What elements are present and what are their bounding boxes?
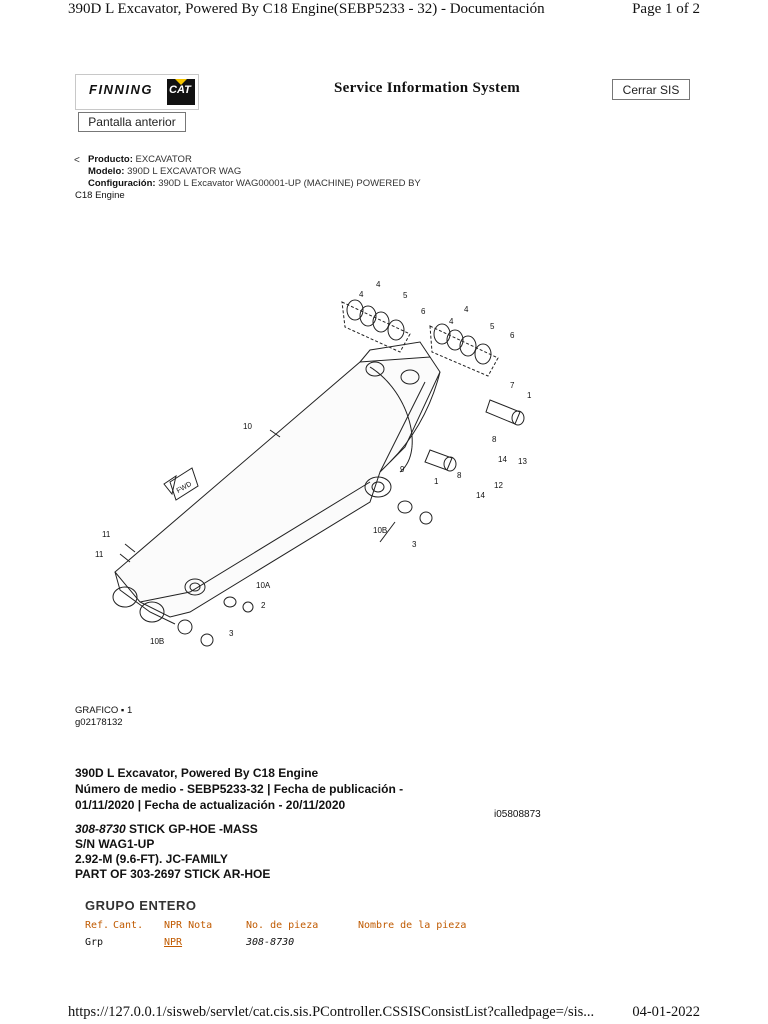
group-heading: GRUPO ENTERO bbox=[85, 898, 197, 913]
callout-label: 5 bbox=[490, 322, 495, 331]
document-info: 390D L Excavator, Powered By C18 Engine … bbox=[75, 765, 403, 813]
fwd-label: FWD bbox=[176, 481, 193, 495]
graphic-caption: GRAFICO ▪ 1 g02178132 bbox=[75, 705, 133, 728]
column-header-part-name: Nombre de la pieza bbox=[358, 920, 467, 931]
callout-label: 11 bbox=[95, 550, 104, 559]
graphic-id: g02178132 bbox=[75, 717, 123, 728]
table-cell-part-number: 308-8730 bbox=[246, 937, 295, 948]
part-spec: 2.92-M (9.6-FT). JC-FAMILY bbox=[75, 852, 228, 866]
page-title: Service Information System bbox=[334, 80, 521, 96]
print-footer-date: 04-01-2022 bbox=[632, 1004, 700, 1020]
model-row: Modelo: 390D L EXCAVATOR WAG bbox=[88, 166, 241, 178]
serial-range: S/N WAG1-UP bbox=[75, 837, 155, 851]
back-arrow-icon[interactable]: < bbox=[74, 155, 80, 166]
callout-label: 1 bbox=[527, 391, 532, 400]
callout-label: 1 bbox=[434, 477, 439, 486]
cat-logo-triangle-icon bbox=[175, 79, 187, 85]
npr-link[interactable]: NPR bbox=[164, 937, 183, 948]
model-label: Modelo: bbox=[88, 166, 125, 177]
callout-label: 8 bbox=[492, 435, 497, 444]
part-number: 308-8730 bbox=[75, 822, 126, 836]
callout-label: 10 bbox=[243, 422, 252, 431]
publication-dates-line: 01/11/2020 | Fecha de actualización - 20… bbox=[75, 798, 346, 812]
column-header-npr-note: NPR Nota bbox=[164, 920, 213, 931]
callout-label: 4 bbox=[376, 280, 381, 289]
callout-label: 14 bbox=[476, 491, 485, 500]
callout-label: 10B bbox=[150, 637, 164, 646]
callout-label: 10B bbox=[373, 526, 387, 535]
callout-label: 13 bbox=[518, 457, 527, 466]
configuration-value-continued: C18 Engine bbox=[75, 190, 125, 201]
previous-screen-button[interactable]: Pantalla anterior bbox=[78, 112, 186, 132]
graphic-label: GRAFICO bbox=[75, 705, 119, 716]
configuration-row: Configuración: 390D L Excavator WAG00001… bbox=[88, 178, 421, 190]
callout-label: 14 bbox=[498, 455, 507, 464]
document-title: 390D L Excavator, Powered By C18 Engine bbox=[75, 766, 319, 780]
callout-label: 5 bbox=[403, 291, 408, 300]
callout-label: 10A bbox=[256, 581, 271, 590]
callout-label: 6 bbox=[421, 307, 426, 316]
stick-exploded-diagram: 4 4 5 6 4 4 5 6 7 1 8 14 13 12 14 8 1 9 … bbox=[95, 280, 532, 647]
callout-label: 4 bbox=[449, 317, 454, 326]
product-label: Producto: bbox=[88, 154, 133, 165]
model-value: 390D L EXCAVATOR WAG bbox=[127, 166, 242, 177]
close-sis-button[interactable]: Cerrar SIS bbox=[612, 79, 690, 100]
callout-label: 2 bbox=[261, 601, 266, 610]
column-header-qty: Cant. bbox=[113, 920, 144, 931]
callout-label: 8 bbox=[457, 471, 462, 480]
configuration-value: 390D L Excavator WAG00001-UP (MACHINE) P… bbox=[158, 178, 421, 189]
callout-label: 11 bbox=[102, 530, 111, 539]
table-cell-ref: Grp bbox=[85, 937, 104, 948]
part-of: PART OF 303-2697 STICK AR-HOE bbox=[75, 867, 271, 881]
document-id: i05808873 bbox=[494, 809, 541, 820]
configuration-label: Configuración: bbox=[88, 178, 156, 189]
print-page-number: Page 1 of 2 bbox=[632, 1, 700, 17]
callout-label: 12 bbox=[494, 481, 503, 490]
callout-label: 4 bbox=[464, 305, 469, 314]
column-header-ref: Ref. bbox=[85, 920, 110, 931]
graphic-number: 1 bbox=[126, 705, 133, 716]
product-row: Producto: EXCAVATOR bbox=[88, 154, 192, 166]
callout-label: 9 bbox=[400, 465, 405, 474]
callout-label: 4 bbox=[359, 290, 364, 299]
print-header-title: 390D L Excavator, Powered By C18 Engine(… bbox=[68, 1, 545, 17]
part-heading: 308-8730 STICK GP-HOE -MASS S/N WAG1-UP … bbox=[75, 822, 270, 882]
callout-label: 7 bbox=[510, 381, 515, 390]
cat-logo-text: CAT bbox=[169, 84, 191, 96]
part-title: STICK GP-HOE -MASS bbox=[125, 822, 258, 836]
callout-label: 3 bbox=[412, 540, 417, 549]
callout-label: 3 bbox=[229, 629, 234, 638]
product-value: EXCAVATOR bbox=[135, 154, 192, 165]
finning-logo-text: FINNING bbox=[89, 82, 153, 97]
media-number-line: Número de medio - SEBP5233-32 | Fecha de… bbox=[75, 782, 404, 796]
callout-label: 6 bbox=[510, 331, 515, 340]
column-header-part-number: No. de pieza bbox=[246, 920, 319, 931]
print-footer-url: https://127.0.0.1/sisweb/servlet/cat.cis… bbox=[68, 1004, 595, 1020]
